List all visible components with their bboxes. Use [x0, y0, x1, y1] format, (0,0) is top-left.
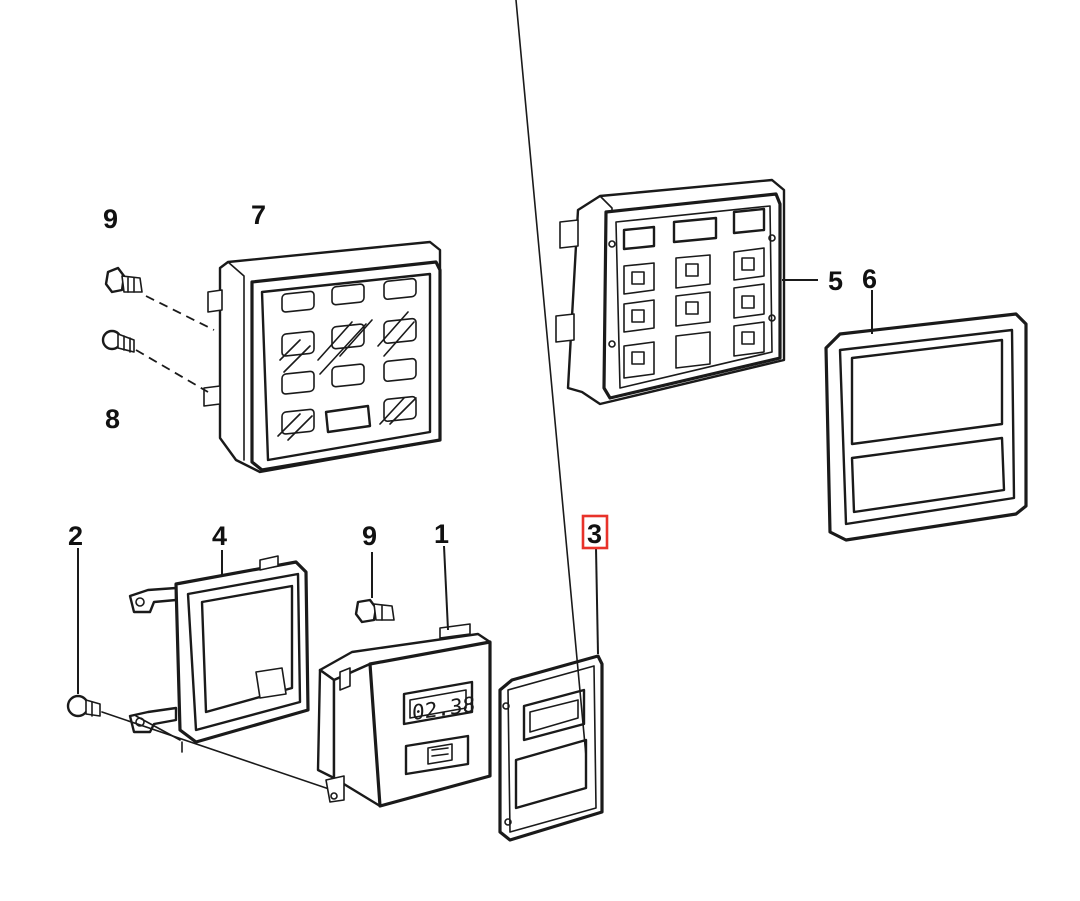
part-6-bezel-frame: [824, 312, 1028, 542]
part-7-lens-panel: [203, 240, 442, 474]
part-3-highlight-box: [581, 514, 609, 550]
leader-2-to-clock: [101, 711, 333, 791]
callout-6: 6: [862, 264, 877, 294]
callout-7: 7: [251, 200, 266, 230]
leader-3: [595, 547, 599, 655]
leader-9-to-7: [145, 295, 215, 331]
callout-4: 4: [212, 521, 227, 551]
part-2-screw: [66, 694, 101, 718]
part-9-bulb-bottom: [354, 598, 395, 624]
callout-8: 8: [105, 404, 120, 434]
part-1-clock-unit: 02.38: [316, 623, 492, 808]
part-5-switch-bracket: [555, 178, 786, 406]
leader-1: [443, 545, 449, 631]
callout-1: 1: [434, 519, 449, 549]
leader-8-to-7: [135, 349, 209, 393]
callout-3: 3: [587, 519, 602, 549]
callout-9-top: 9: [103, 204, 118, 234]
part-4-mounting-bracket: [128, 555, 310, 753]
part-9-bulb-top: [104, 266, 143, 294]
callout-2: 2: [68, 521, 83, 551]
bracket-leg-line: [135, 715, 181, 741]
callout-5: 5: [828, 266, 843, 296]
callout-9-bottom: 9: [362, 521, 377, 551]
part-8-screw: [101, 329, 135, 353]
part-3-faceplate: [498, 0, 604, 842]
